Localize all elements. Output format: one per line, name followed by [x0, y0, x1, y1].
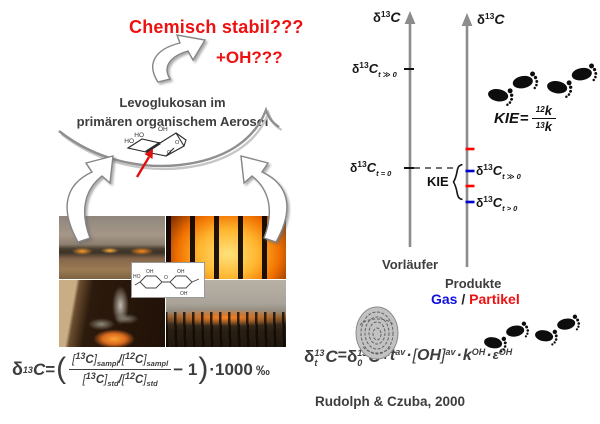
- curved-arrow-icon: [152, 34, 207, 83]
- cloud-title-line2: primären organischem Aerosol: [76, 114, 269, 129]
- delta-symbol: δ: [12, 359, 23, 379]
- particle-label: Partikel: [469, 291, 520, 307]
- footprints-icon: [546, 63, 599, 99]
- cellulose-label: HO: [133, 274, 141, 280]
- cellulose-structure: OH HO O OH OH: [133, 269, 200, 296]
- burned-stalks-texture: [166, 312, 286, 347]
- cloud-title-line1: Levoglukosan im: [119, 95, 226, 110]
- cellulose-label: OH: [180, 291, 188, 296]
- products-label: Produkte: [445, 276, 502, 291]
- precursor-axis: [404, 11, 416, 247]
- molecule-label: HO: [134, 132, 144, 139]
- red-arrow-icon: [135, 149, 153, 178]
- product-axis-title: δ13C: [477, 11, 505, 27]
- reference-citation: Rudolph & Czuba, 2000: [315, 394, 466, 409]
- precursor-label: Vorläufer: [382, 257, 439, 272]
- cellulose-label: OH: [146, 269, 154, 275]
- question-oh: +OH???: [216, 48, 283, 67]
- up-arrow-icon: [404, 11, 416, 24]
- isotope-ratio-fraction: [13C]sampl/[12C]sampl [13C]std/[12C]std: [69, 351, 172, 388]
- product-label-tgt0: δ13Ct > 0: [476, 194, 518, 213]
- kie-brace: [452, 163, 463, 201]
- cellulose-label: O: [164, 275, 168, 281]
- gas-label: Gas: [431, 291, 458, 307]
- precursor-tick-label-t0: δ13Ct = 0: [350, 159, 392, 178]
- photo-collage: OH HO O OH OH: [59, 216, 286, 347]
- precursor-axis-title: δ13C: [373, 9, 401, 25]
- kie-equation: KIE= 12k 13k: [494, 103, 556, 134]
- levoglucosan-structure: HO HO OH O O: [124, 126, 187, 157]
- kie-label: KIE: [427, 174, 449, 189]
- product-axis: [461, 13, 475, 267]
- footprints-icon: [487, 71, 540, 107]
- footprints-icon: [534, 314, 581, 346]
- molecule-label: O: [167, 150, 172, 156]
- precursor-tick-label-tinf: δ13Ct ≫ 0: [352, 60, 397, 79]
- molecule-label: O: [175, 140, 180, 146]
- molecule-label: HO: [124, 138, 134, 145]
- cellulose-label: OH: [177, 269, 185, 275]
- product-label-tinf: δ13Ct ≫ 0: [476, 162, 521, 181]
- cellulose-structure-box: OH HO O OH OH: [131, 262, 205, 298]
- up-arrow-icon: [461, 13, 473, 26]
- phase-label: Gas / Partikel: [431, 291, 520, 307]
- question-chemisch-stabil: Chemisch stabil???: [129, 17, 304, 37]
